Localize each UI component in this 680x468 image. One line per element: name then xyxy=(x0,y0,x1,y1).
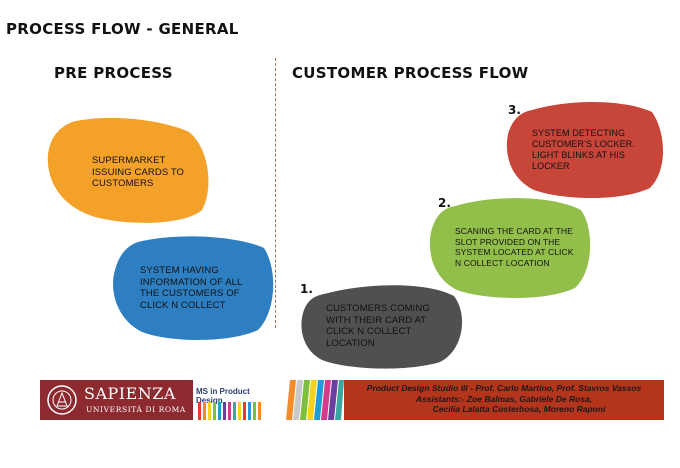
color-stripes-decoration xyxy=(286,380,344,420)
pre-step-2-bubble xyxy=(113,236,274,340)
step-number-2: 2. xyxy=(438,196,451,210)
pre-step-2-text: SYSTEM HAVING INFORMATION OF ALL THE CUS… xyxy=(140,265,243,311)
studio-credits-banner: Product Design Studio III - Prof. Carlo … xyxy=(344,380,664,420)
ms-product-design-logo: MS in Product Design xyxy=(196,380,276,420)
customer-step-3-shape xyxy=(506,101,663,198)
university-name: SAPIENZA xyxy=(84,384,176,403)
customer-step-1-text: CUSTOMERS COMING WITH THEIR CARD AT CLIC… xyxy=(326,303,430,349)
customer-step-1-bubble xyxy=(301,285,463,369)
program-label: MS in Product Design xyxy=(196,387,250,405)
studio-credits-text: Product Design Studio III - Prof. Carlo … xyxy=(344,383,664,415)
customer-step-2-text: SCANING THE CARD AT THE SLOT PROVIDED ON… xyxy=(455,226,574,268)
university-seal-icon xyxy=(47,385,77,415)
section-heading-customer-flow: CUSTOMER PROCESS FLOW xyxy=(292,64,529,82)
studio-line-1: Product Design Studio III - Prof. Carlo … xyxy=(366,383,642,393)
step-number-3: 3. xyxy=(508,103,521,117)
page-title: PROCESS FLOW - GENERAL xyxy=(6,20,239,38)
customer-step-1-shape xyxy=(301,285,463,369)
studio-line-3: Cecilia Lalatta Costerbosa, Moreno Rapon… xyxy=(432,404,606,414)
sapienza-logo: SAPIENZA UNIVERSITÀ DI ROMA xyxy=(40,380,193,420)
university-subtitle: UNIVERSITÀ DI ROMA xyxy=(86,405,186,414)
program-stripes-icon xyxy=(198,402,261,420)
pre-step-2-shape xyxy=(113,236,274,340)
section-heading-pre-process: PRE PROCESS xyxy=(54,64,173,82)
section-divider xyxy=(275,58,276,328)
customer-step-3-text: SYSTEM DETECTING CUSTOMER'S LOCKER. LIGH… xyxy=(532,128,635,171)
pre-step-1-text: SUPERMARKET ISSUING CARDS TO CUSTOMERS xyxy=(92,155,185,189)
pre-step-1-shape xyxy=(47,118,209,223)
customer-step-2-shape xyxy=(429,198,591,298)
customer-step-3-bubble xyxy=(506,101,663,198)
pre-step-1-bubble xyxy=(47,118,209,223)
studio-line-2: Assistants:- Zoe Balmas, Gabriele De Ros… xyxy=(415,393,593,404)
customer-step-2-bubble xyxy=(429,198,591,298)
step-number-1: 1. xyxy=(300,282,313,296)
